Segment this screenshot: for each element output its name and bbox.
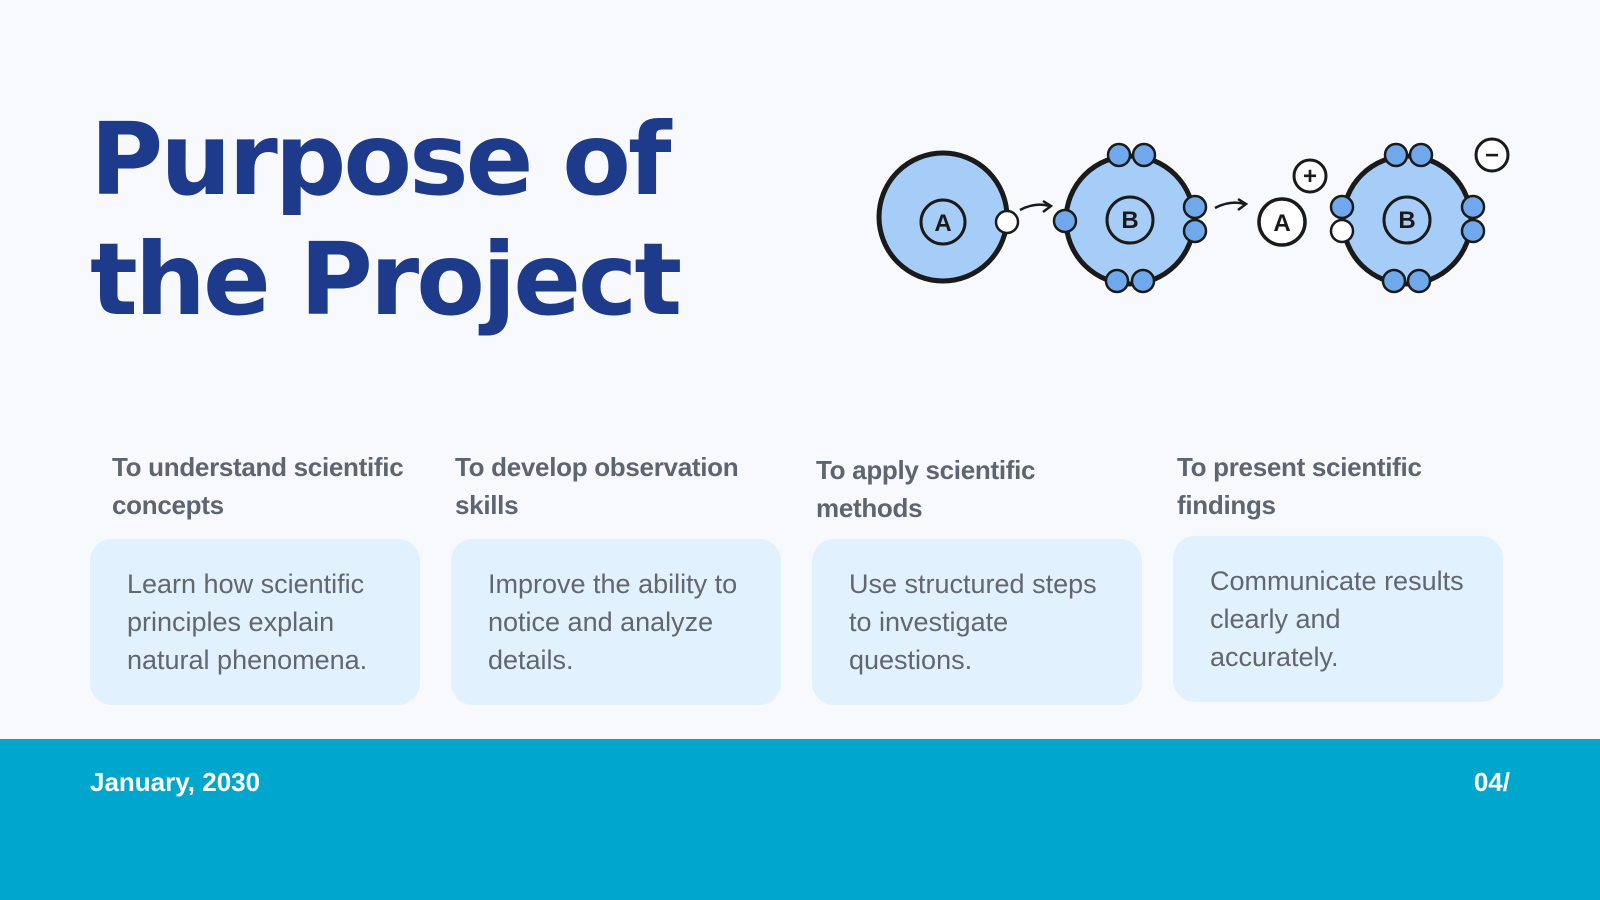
goal-card-3: Use structured steps to investigate ques… (812, 539, 1142, 705)
goal-card-text: Use structured steps to investigate ques… (849, 569, 1097, 675)
goal-card-text: Learn how scientific principles explain … (127, 569, 368, 675)
goal-card-2: Improve the ability to notice and analyz… (451, 539, 781, 705)
ionic-bond-illustration: A B A + B − (876, 137, 1510, 294)
goal-card-text: Communicate results clearly and accurate… (1210, 566, 1464, 672)
electron-transferring (994, 209, 1020, 235)
goal-heading-1: To understand scientific concepts (112, 452, 404, 520)
ion-b-label: B (1398, 207, 1415, 234)
ion-a: A + (1257, 158, 1328, 247)
arrow-right-icon (1019, 203, 1051, 212)
ion-b: B − (1329, 137, 1510, 294)
page-title-line-1: Purpose of (90, 101, 671, 218)
plus-icon (1292, 158, 1328, 194)
atom-a-label: A (934, 210, 951, 237)
minus-icon (1474, 137, 1510, 173)
footer-date: January, 2030 (90, 767, 261, 797)
goal-heading-3: To apply scientific methods (816, 455, 1036, 523)
plus-sign: + (1303, 163, 1317, 190)
atom-b: B (1052, 142, 1208, 294)
goal-heading-4: To present scientific findings (1177, 452, 1422, 520)
arrow-right-icon (1214, 201, 1246, 210)
goal-card-text: Improve the ability to notice and analyz… (488, 569, 738, 675)
footer-bar: January, 2030 04/ (0, 739, 1600, 900)
goal-card-1: Learn how scientific principles explain … (90, 539, 420, 705)
atom-b-label: B (1121, 207, 1138, 234)
gained-electron (1329, 218, 1355, 244)
goal-card-4: Communicate results clearly and accurate… (1173, 536, 1503, 702)
page-number: 04/ (1473, 767, 1510, 797)
ion-a-label: A (1273, 210, 1290, 237)
minus-sign: − (1485, 142, 1499, 169)
goal-heading-2: To develop observation skills (455, 452, 739, 520)
atom-a: A (876, 150, 1020, 284)
page-title: Purpose of the Project (90, 100, 810, 340)
page-title-line-2: the Project (90, 221, 682, 338)
